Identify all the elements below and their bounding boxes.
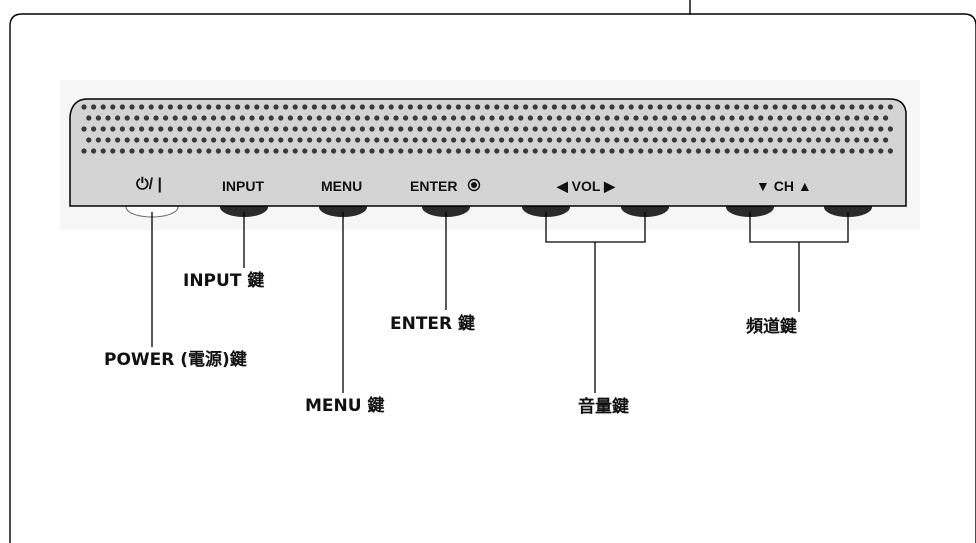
power-key-caption: POWER (電源)鍵 [104,350,247,370]
ch-panel-label: ▼ CH ▲ [756,178,812,194]
leader-lines [151,212,849,393]
enter-circle-icon [467,178,481,192]
input-key-caption: INPUT 鍵 [183,271,265,291]
menu-panel-label: MENU [321,178,363,194]
outer-frame-left [9,0,691,543]
channel-key-caption: 頻道鍵 [746,317,797,337]
volume-key-caption: 音量鍵 [578,397,629,417]
input-panel-label: INPUT [222,178,264,194]
power-symbol: ⏻/ | [136,176,163,193]
enter-panel-label: ENTER [410,178,458,194]
enter-key-caption: ENTER 鍵 [390,314,476,334]
menu-key-caption: MENU 鍵 [305,396,385,416]
speaker-grille [81,104,894,154]
vol-panel-label: ◀ VOL ▶ [557,178,615,194]
